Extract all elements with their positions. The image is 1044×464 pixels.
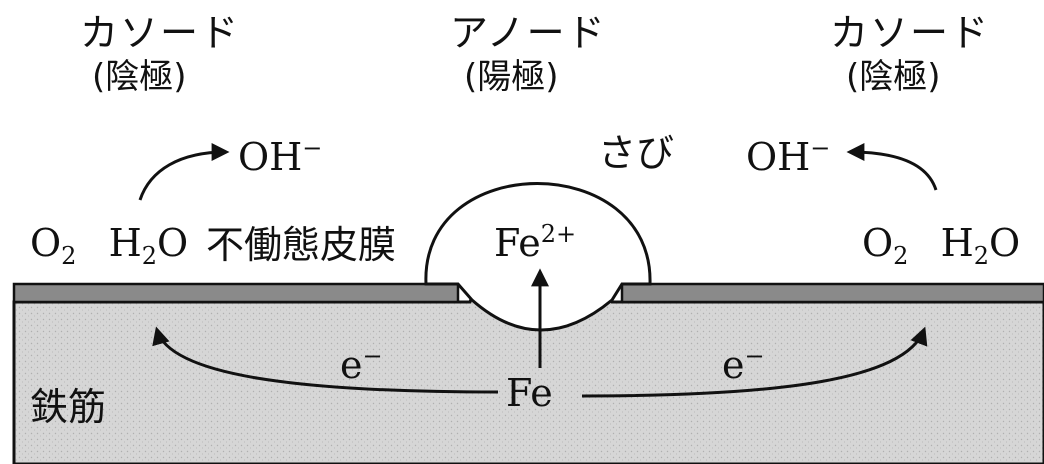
h2o-right-o: O <box>989 221 1021 265</box>
oh-right-label: OH− <box>746 136 830 176</box>
rebar-label: 鉄筋 <box>30 385 107 429</box>
fe2-ion-label: Fe2+ <box>494 222 576 262</box>
cathode-right-label: カソード <box>830 11 991 55</box>
oh-arrow-left <box>138 143 230 201</box>
electron-right-charge: − <box>744 342 765 370</box>
oh-left-label: OH− <box>238 136 322 176</box>
o2-left-sub: 2 <box>61 242 77 270</box>
oh-arrow-right <box>846 143 938 191</box>
electron-left-text: e <box>340 343 363 387</box>
o2-right-o: O <box>862 221 894 265</box>
fe2-ion-charge: 2+ <box>540 220 577 248</box>
passive-film-right <box>620 282 1044 304</box>
h2o-left-h: H <box>108 221 142 265</box>
anode-label: アノード <box>450 11 607 55</box>
electron-left-label: e− <box>340 344 383 384</box>
h2o-left-o: O <box>157 221 189 265</box>
h2o-left-sub: 2 <box>141 242 158 270</box>
rust-dome <box>424 182 652 332</box>
rust-label: さび <box>598 131 675 175</box>
electron-left-charge: − <box>362 342 383 370</box>
h2o-right-h: H <box>940 221 974 265</box>
electron-right-text: e <box>722 343 745 387</box>
oh-right-charge: − <box>810 134 831 162</box>
o2-h2o-left: O2 H2O <box>30 224 188 268</box>
iron-label: Fe <box>506 371 553 415</box>
oh-left-text: OH <box>238 135 303 179</box>
oh-left-charge: − <box>302 134 323 162</box>
electron-right-label: e− <box>722 344 765 384</box>
o2-left-o: O <box>30 221 62 265</box>
cathode-right-sublabel: (陰極) <box>846 57 941 97</box>
electron-arrow-right <box>581 326 928 398</box>
fe2-ion-text: Fe <box>494 221 541 265</box>
anode-sublabel: (陽極) <box>464 57 559 97</box>
passive-film-label: 不働態皮膜 <box>206 223 397 267</box>
oh-right-text: OH <box>746 135 811 179</box>
o2-right-sub: 2 <box>893 242 909 270</box>
o2-h2o-right: O2 H2O <box>862 224 1020 268</box>
h2o-right-sub: 2 <box>973 242 990 270</box>
cathode-left-sublabel: (陰極) <box>92 57 187 97</box>
cathode-left-label: カソード <box>80 11 241 55</box>
electron-arrow-left <box>152 326 499 394</box>
passive-film-left <box>12 282 460 304</box>
